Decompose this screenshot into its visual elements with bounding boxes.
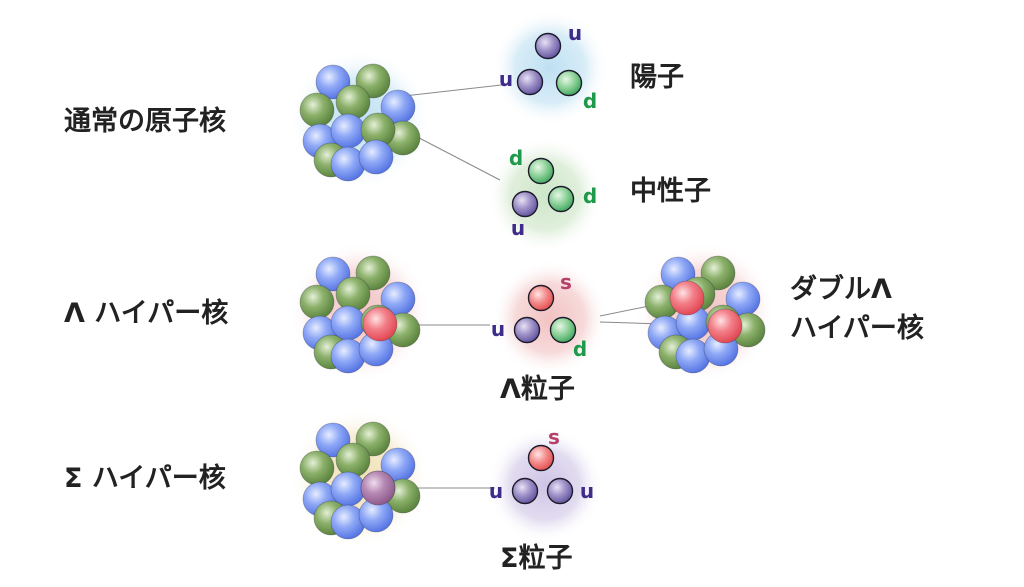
proton-ball <box>330 471 366 507</box>
proton-halo <box>492 10 608 126</box>
double-lambda-hypernucleus <box>644 255 766 374</box>
d-quark <box>527 157 555 185</box>
quark-groups: u u d d d u s u d s u u <box>489 21 597 505</box>
lambda-particle-halo <box>492 260 608 376</box>
proton-ball <box>358 139 394 175</box>
u-quark <box>534 32 562 60</box>
sigma-hypernucleus <box>299 421 421 540</box>
neutron-ball <box>299 450 335 486</box>
u-quark <box>511 477 539 505</box>
lambda-hypernucleus <box>299 255 421 374</box>
sigma-ball <box>360 470 396 506</box>
neutron-ball <box>335 442 371 478</box>
neutron-label: 中性子 <box>630 176 711 207</box>
u-quark <box>516 68 544 96</box>
normal-nucleus-label: 通常の原子核 <box>64 106 226 137</box>
neutron-quarks: d d u <box>509 146 597 240</box>
d-quark-label: d <box>509 146 523 170</box>
sigma-hypernucleus-label: Σ ハイパー核 <box>64 463 226 494</box>
u-quark-label: u <box>491 317 505 341</box>
double-lambda-label-line2: ハイパー核 <box>790 313 924 344</box>
normal-nucleus <box>299 63 421 182</box>
s-quark-label: s <box>560 270 572 294</box>
sigma-particle-halo <box>487 427 603 543</box>
nuclei <box>299 63 766 540</box>
u-quark-label: u <box>489 479 503 503</box>
d-quark-label: d <box>583 184 597 208</box>
sigma-particle-label: Σ粒子 <box>500 543 573 574</box>
u-quark-label: u <box>499 67 513 91</box>
neutron-ball <box>335 276 371 312</box>
u-quark <box>546 477 574 505</box>
s-quark <box>527 444 555 472</box>
sigma-quarks: s u u <box>489 425 594 505</box>
d-quark-label: d <box>573 337 587 361</box>
s-quark <box>527 284 555 312</box>
neutron-ball <box>299 284 335 320</box>
line-proton <box>403 83 511 97</box>
u-quark-label: u <box>511 216 525 240</box>
proton-label: 陽子 <box>630 62 684 93</box>
proton-ball <box>330 113 366 149</box>
u-quark-label: u <box>580 479 594 503</box>
lambda-particle-label: Λ粒子 <box>500 374 575 405</box>
d-quark <box>549 316 577 344</box>
s-quark-label: s <box>548 425 560 449</box>
u-quark-label: u <box>568 21 582 45</box>
lambda-ball <box>707 308 743 344</box>
d-quark-label: d <box>583 89 597 113</box>
neutron-ball <box>299 92 335 128</box>
lambda-quarks: s u d <box>491 270 587 361</box>
lambda-ball <box>362 306 398 342</box>
proton-ball <box>330 305 366 341</box>
lambda-ball <box>669 280 705 316</box>
lambda-hypernucleus-label: Λ ハイパー核 <box>64 298 229 329</box>
neutron-ball <box>335 84 371 120</box>
neutron-halo <box>487 137 603 253</box>
d-quark <box>555 69 583 97</box>
u-quark <box>513 316 541 344</box>
double-lambda-label-line1: ダブルΛ <box>790 274 892 305</box>
proton-quarks: u u d <box>499 21 597 113</box>
u-quark <box>511 190 539 218</box>
d-quark <box>547 185 575 213</box>
